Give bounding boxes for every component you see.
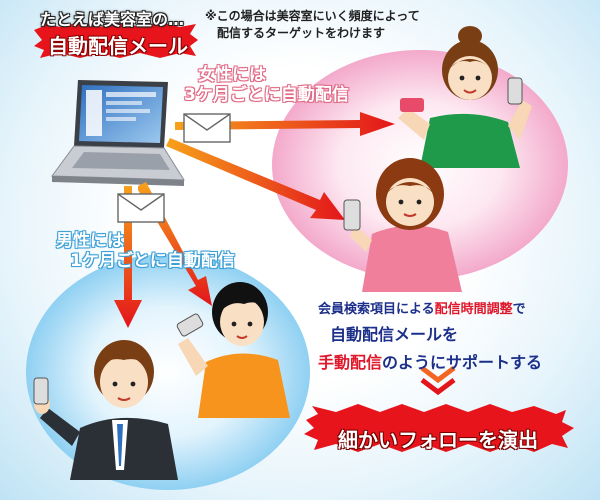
phone-icon xyxy=(33,377,49,405)
description-block: 会員検索項目による配信時間調整で 自動配信メールを 手動配信のようにサポートする xyxy=(318,298,588,373)
description-line-1: 会員検索項目による配信時間調整で xyxy=(318,298,588,317)
laptop-icon xyxy=(51,80,185,186)
man-suit-illustration xyxy=(33,340,178,480)
description-line-2: 自動配信メールを xyxy=(330,325,459,344)
envelope-icon xyxy=(183,113,231,143)
phone-icon xyxy=(400,98,424,112)
female-rule-line-1: 女性には xyxy=(198,65,266,85)
man-orange-illustration xyxy=(176,282,290,418)
male-rule-line-2: 1ケ月ごとに自動配信 xyxy=(70,250,235,271)
male-rule-label: 男性には 1ケ月ごとに自動配信 xyxy=(56,231,235,271)
description-line-3: 手動配信のようにサポートする xyxy=(318,349,588,373)
description-line-1-highlight: 配信時間調整 xyxy=(434,302,513,317)
note-line-2: 配信するターゲットをわけます xyxy=(217,26,386,41)
double-chevron-down-icon xyxy=(420,366,456,396)
note-line-1: ※この場合は美容室にいく頻度によって xyxy=(205,9,420,23)
header-note: ※この場合は美容室にいく頻度によって 配信するターゲットをわけます xyxy=(205,8,420,43)
description-line-1-post: で xyxy=(512,302,526,317)
description-line-3-post: のようにサポートする xyxy=(382,353,543,372)
phone-icon xyxy=(507,77,523,105)
envelope-icon xyxy=(117,193,165,223)
arrow-to-woman-top xyxy=(175,112,395,136)
result-text: 細かいフォローを演出 xyxy=(338,428,538,452)
female-rule-line-2: 3ケ月ごとに自動配信 xyxy=(184,84,349,105)
arrow-to-woman-bottom xyxy=(166,138,345,220)
phone-icon xyxy=(343,199,361,231)
male-rule-line-1: 男性には xyxy=(56,231,124,251)
phone-icon xyxy=(176,313,204,337)
result-banner xyxy=(304,404,574,452)
example-prefix: たとえば美容室の… xyxy=(40,10,185,29)
arrow-to-man-left xyxy=(114,186,142,328)
title-banner xyxy=(34,22,198,58)
banner-title: 自動配信メール xyxy=(48,34,188,58)
woman-pink-illustration xyxy=(343,158,462,292)
woman-green-illustration xyxy=(398,26,532,168)
description-line-3-highlight: 手動配信 xyxy=(318,353,383,372)
female-rule-label: 女性には 3ケ月ごとに自動配信 xyxy=(184,65,349,105)
description-line-1-pre: 会員検索項目による xyxy=(318,302,435,317)
